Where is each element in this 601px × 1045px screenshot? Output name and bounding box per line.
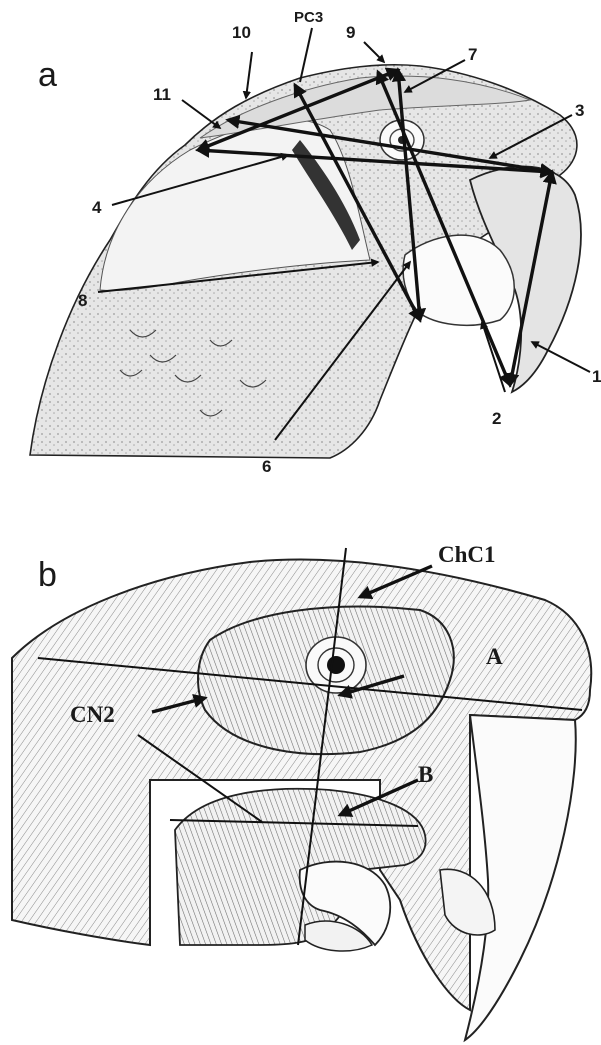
label-2: 2 [492,409,501,428]
label-pc3: PC3 [294,9,323,26]
label-7: 7 [468,45,477,64]
label-1: 1 [592,367,601,386]
arrow-label-pc3 [300,28,312,82]
label-11: 11 [153,85,171,104]
label-10: 10 [232,23,251,42]
label-a: A [486,644,503,669]
arrow-label-10 [246,52,252,98]
panel-b-letter: b [38,556,57,594]
panel-a: a [30,9,601,476]
panel-b: b [12,542,591,1040]
panel-a-letter: a [38,56,57,94]
label-8: 8 [78,291,87,310]
arrow-label-11 [182,100,220,128]
label-6: 6 [262,457,271,476]
label-9: 9 [346,23,355,42]
panel-b-large-beak [465,715,576,1040]
label-3: 3 [575,101,584,120]
arrow-label-2 [482,322,505,392]
label-cn2: CN2 [70,702,115,727]
label-4: 4 [92,198,102,217]
label-b: B [418,762,433,787]
arrow-label-9 [364,42,384,62]
label-chc1: ChC1 [438,542,496,567]
